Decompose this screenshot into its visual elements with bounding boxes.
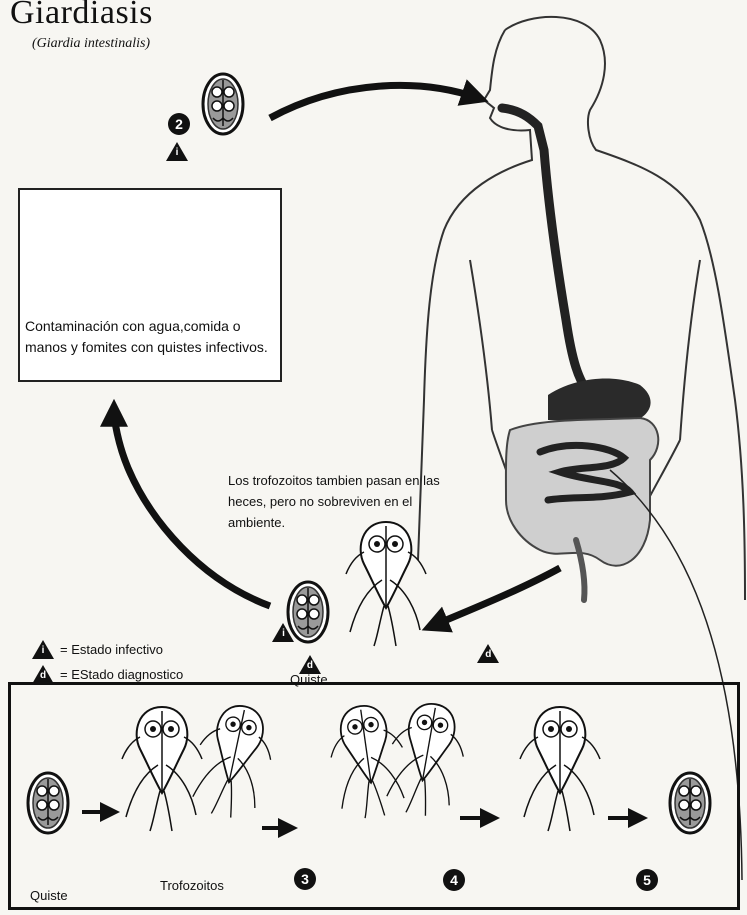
legend-infective: i = Estado infectivo bbox=[32, 640, 163, 659]
step-4-badge: 4 bbox=[443, 869, 465, 891]
infective-marker-letter: i bbox=[279, 628, 287, 639]
diagnostic-marker-letter: d bbox=[306, 660, 314, 671]
infective-marker-icon: i bbox=[272, 623, 294, 642]
digestive-tract bbox=[502, 108, 658, 600]
step-5-badge: 5 bbox=[636, 869, 658, 891]
legend-infective-letter: i bbox=[39, 645, 47, 656]
passed-trophozoite-illustration bbox=[346, 522, 426, 646]
bottom-cyst-label: Quiste bbox=[30, 888, 68, 903]
infective-cyst-illustration bbox=[203, 74, 243, 134]
step-3-badge: 3 bbox=[294, 868, 316, 890]
step-2-badge: 2 bbox=[168, 113, 190, 135]
diagnostic-marker-letter: d bbox=[484, 649, 492, 660]
trophozoite-note: Los trofozoitos tambien pasan en las hec… bbox=[228, 470, 468, 533]
contamination-text: Contaminación con agua,comida o manos y … bbox=[25, 316, 280, 358]
legend-infective-label: = Estado infectivo bbox=[60, 642, 163, 657]
arrow-to-feces bbox=[432, 568, 560, 626]
legend-diagnostic-label: = EStado diagnostico bbox=[60, 667, 183, 682]
legend-infective-icon: i bbox=[32, 640, 54, 659]
infective-marker-letter: i bbox=[173, 147, 181, 158]
diagnostic-marker-icon: d bbox=[477, 644, 499, 663]
legend-diagnostic-letter: d bbox=[39, 670, 47, 681]
arrow-to-mouth bbox=[270, 85, 478, 118]
trophozoites-label: Trofozoitos bbox=[160, 878, 224, 893]
infective-marker-icon: i bbox=[166, 142, 188, 161]
trophozoite-stage-box bbox=[8, 682, 740, 910]
